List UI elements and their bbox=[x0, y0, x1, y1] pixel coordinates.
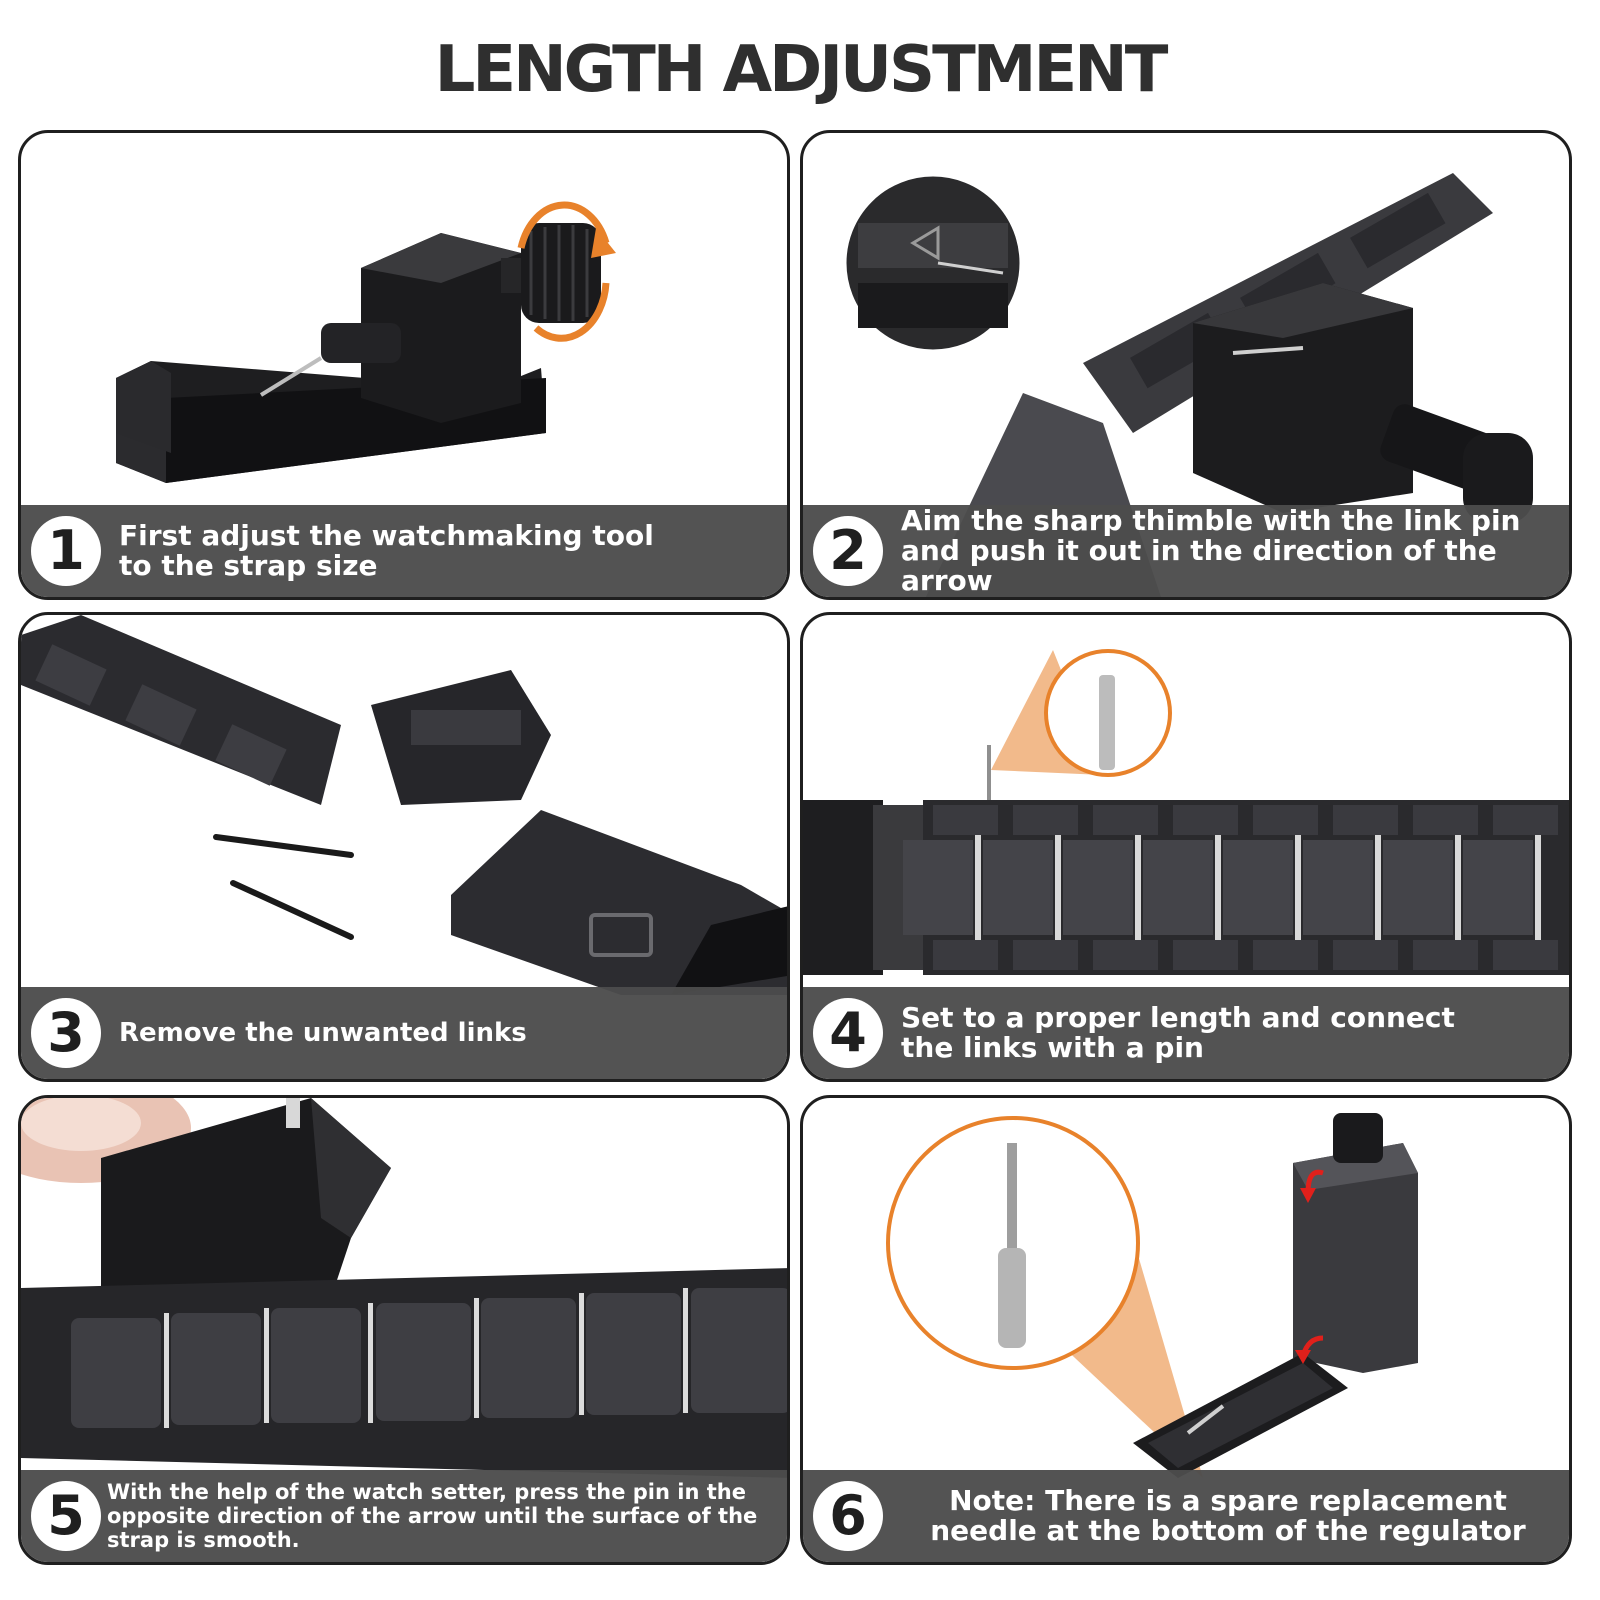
step-5-number: 5 bbox=[31, 1481, 101, 1551]
spare-needle-illustration bbox=[886, 1113, 1418, 1478]
step-4-text: Set to a proper length and connect the l… bbox=[901, 1001, 1455, 1064]
step-5-caption: 5 With the help of the watch setter, pre… bbox=[21, 1470, 787, 1562]
step-3-number: 3 bbox=[31, 998, 101, 1068]
step-6-number: 6 bbox=[813, 1481, 883, 1551]
step-3-caption: 3 Remove the unwanted links bbox=[21, 987, 787, 1079]
step-1-panel: 1 First adjust the watchmaking tool to t… bbox=[18, 130, 790, 600]
step-3-text: Remove the unwanted links bbox=[119, 1018, 527, 1048]
step-6-text: Note: There is a spare replacement needl… bbox=[930, 1484, 1526, 1547]
step-5-panel: 5 With the help of the watch setter, pre… bbox=[18, 1095, 790, 1565]
connect-links-illustration bbox=[803, 649, 1569, 975]
removed-links-illustration bbox=[21, 615, 787, 995]
step-4-caption: 4 Set to a proper length and connect the… bbox=[803, 987, 1569, 1079]
watch-tool-illustration bbox=[116, 201, 616, 483]
step-1-number: 1 bbox=[31, 516, 101, 586]
step-4-number: 4 bbox=[813, 998, 883, 1068]
step-4-panel: 4 Set to a proper length and connect the… bbox=[800, 612, 1572, 1082]
step-5-text: With the help of the watch setter, press… bbox=[107, 1480, 758, 1552]
step-2-text: Aim the sharp thimble with the link pin … bbox=[901, 504, 1521, 597]
step-1-caption: 1 First adjust the watchmaking tool to t… bbox=[21, 505, 787, 597]
press-pin-illustration bbox=[21, 1098, 787, 1478]
step-2-caption: 2 Aim the sharp thimble with the link pi… bbox=[803, 505, 1569, 597]
step-2-panel: 2 Aim the sharp thimble with the link pi… bbox=[800, 130, 1572, 600]
step-1-text: First adjust the watchmaking tool to the… bbox=[119, 519, 654, 582]
step-3-panel: 3 Remove the unwanted links bbox=[18, 612, 790, 1082]
step-6-caption: 6 Note: There is a spare replacement nee… bbox=[803, 1470, 1569, 1562]
step-2-number: 2 bbox=[813, 516, 883, 586]
page-title: LENGTH ADJUSTMENT bbox=[434, 33, 1169, 107]
step-6-panel: 6 Note: There is a spare replacement nee… bbox=[800, 1095, 1572, 1565]
